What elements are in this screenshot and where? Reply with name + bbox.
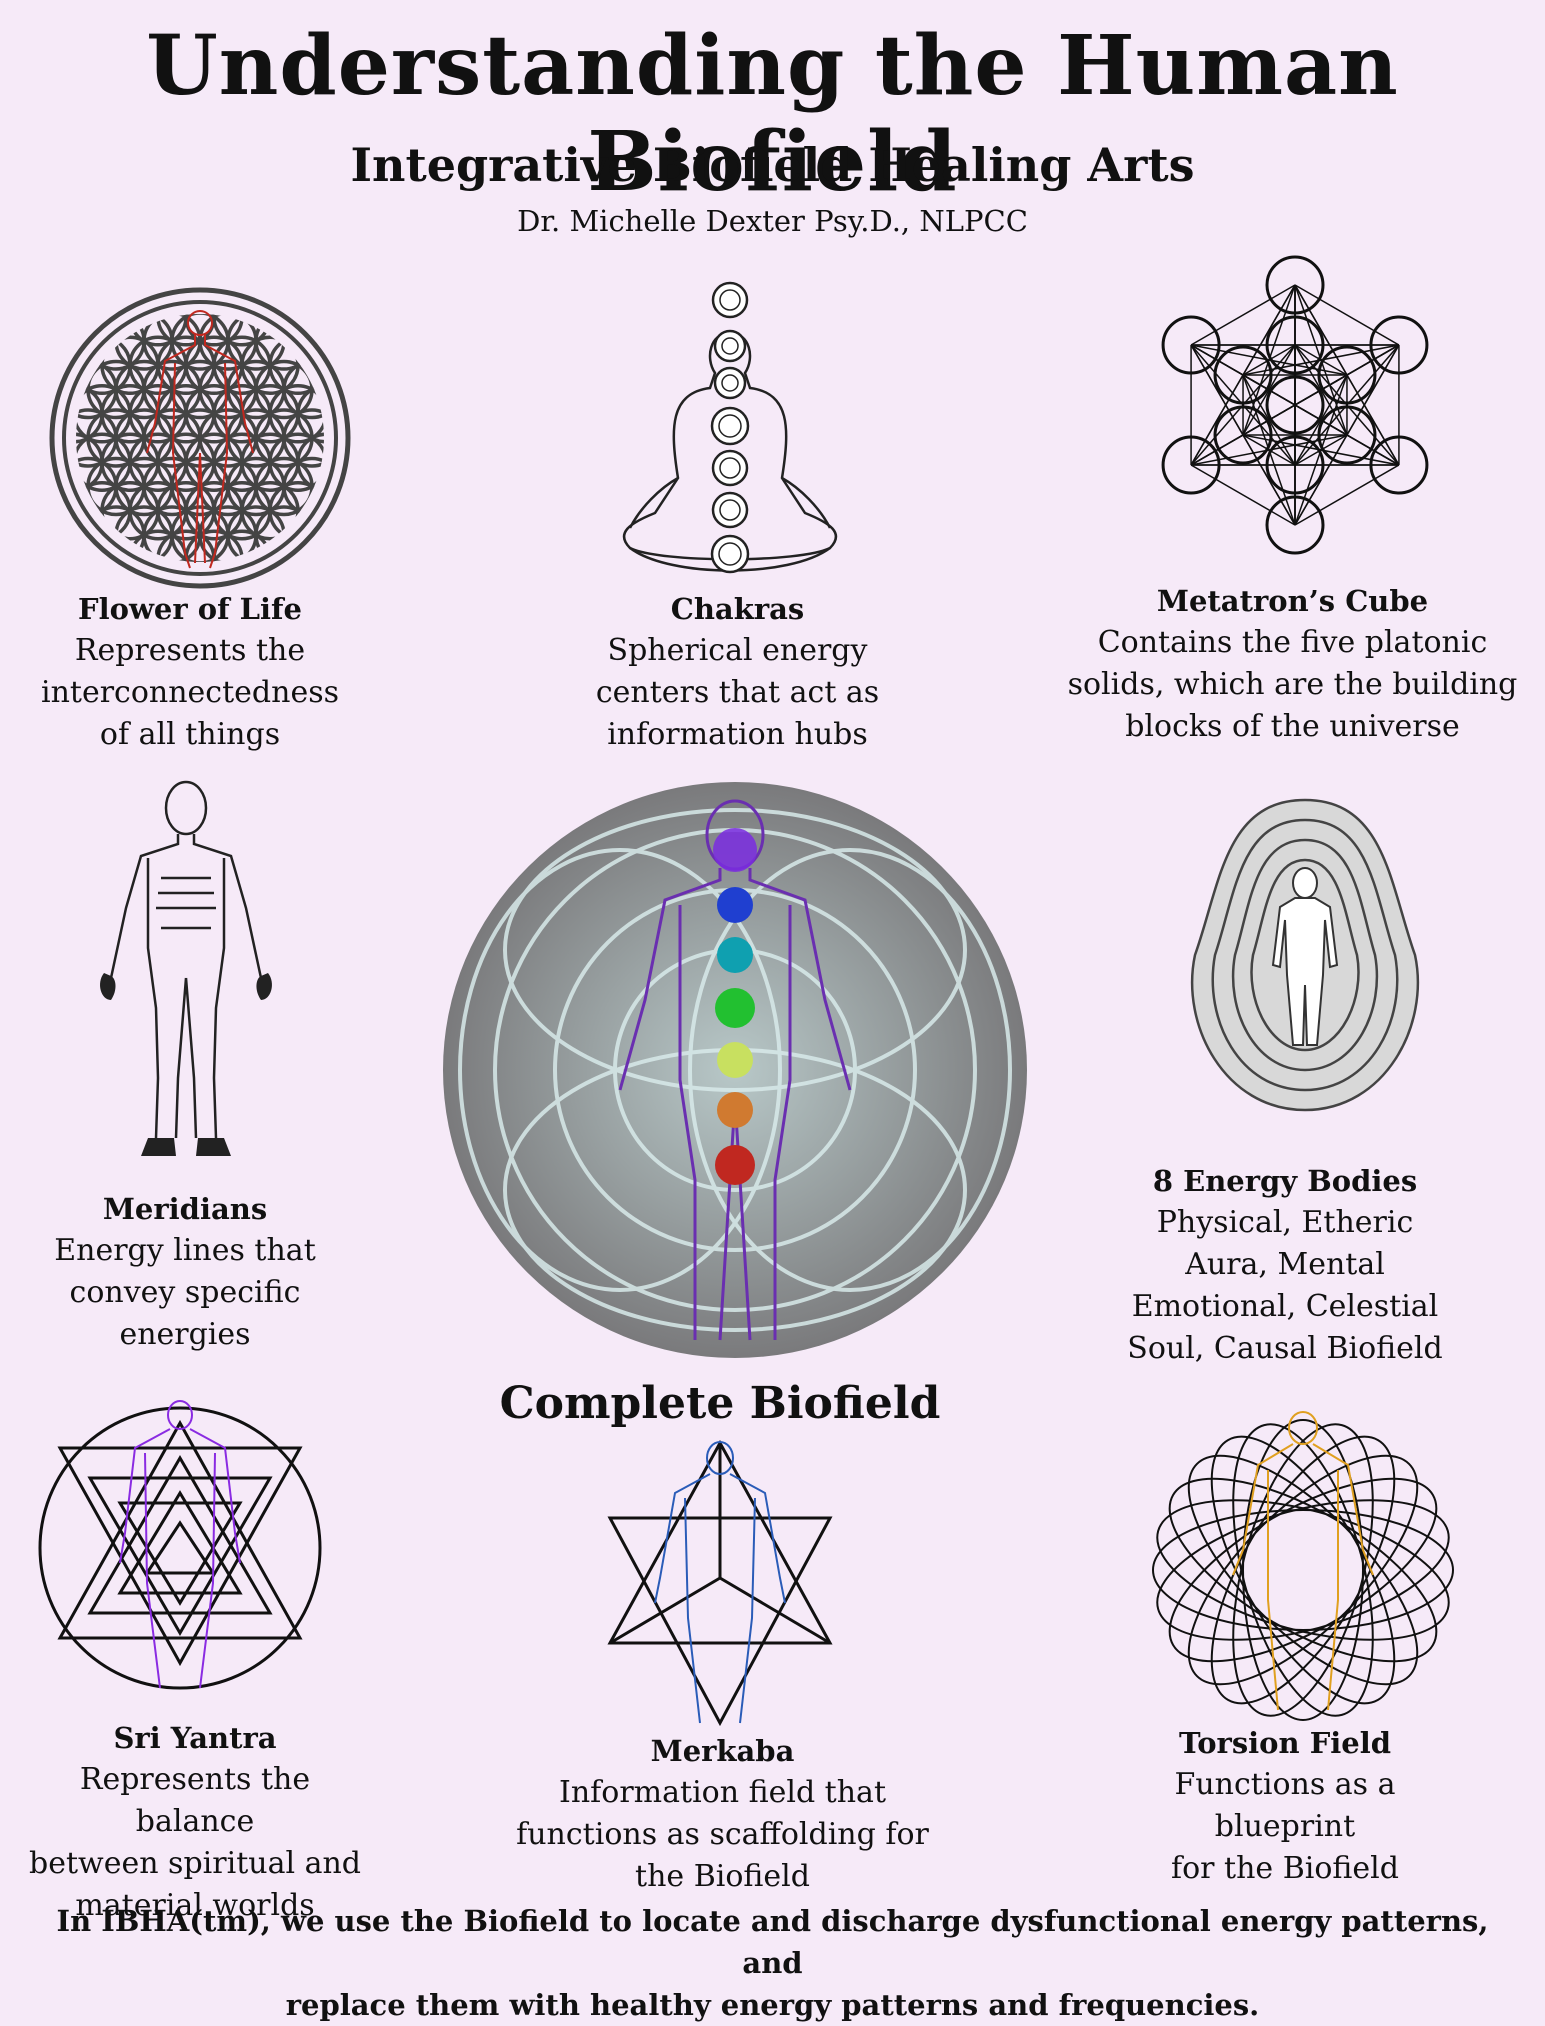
torsion-field-illustration bbox=[1152, 1411, 1454, 1721]
caption-line: Functions as a blueprint bbox=[1174, 1767, 1396, 1844]
metatrons-cube-illustration bbox=[1161, 255, 1429, 555]
merkaba-caption: Merkaba Information field that functions… bbox=[515, 1730, 930, 1898]
sacral-chakra-dot bbox=[717, 1092, 753, 1128]
energy-bodies-caption: 8 Energy Bodies Physical, Etheric Aura, … bbox=[1100, 1160, 1470, 1370]
caption-line: blocks of the universe bbox=[1125, 709, 1460, 744]
caption-line: between spiritual and bbox=[29, 1846, 361, 1881]
author-credit: Dr. Michelle Dexter Psy.D., NLPCC bbox=[517, 204, 1028, 238]
complete-biofield-label: Complete Biofield bbox=[499, 1378, 941, 1429]
metatrons-cube-caption: Metatron’s Cube Contains the five platon… bbox=[1060, 580, 1525, 748]
caption-line: of all things bbox=[99, 717, 281, 752]
chakras-caption: Chakras Spherical energy centers that ac… bbox=[565, 588, 910, 756]
caption-title: Sri Yantra bbox=[113, 1721, 277, 1755]
flower-of-life-caption: Flower of Life Represents the interconne… bbox=[30, 588, 350, 756]
caption-title: Torsion Field bbox=[1178, 1726, 1392, 1760]
heart-chakra-dot bbox=[715, 988, 755, 1028]
caption-title: Merkaba bbox=[650, 1734, 795, 1768]
caption-line: functions as scaffolding for bbox=[516, 1817, 929, 1852]
caption-line: information hubs bbox=[607, 717, 868, 752]
footer-line: In IBHA(tm), we use the Biofield to loca… bbox=[56, 1904, 1489, 1980]
torsion-field-caption: Torsion Field Functions as a blueprint f… bbox=[1100, 1722, 1470, 1890]
caption-line: Information field that bbox=[559, 1775, 886, 1810]
solar-chakra-dot bbox=[717, 1042, 753, 1078]
caption-line: the Biofield bbox=[635, 1859, 810, 1894]
energy-bodies-illustration bbox=[1190, 798, 1420, 1112]
caption-line: Spherical energy bbox=[607, 633, 868, 668]
caption-line: interconnectedness bbox=[40, 675, 339, 710]
caption-line: solids, which are the building bbox=[1067, 667, 1518, 702]
caption-line: convey specific energies bbox=[69, 1275, 301, 1352]
caption-line: Soul, Causal Biofield bbox=[1127, 1331, 1443, 1366]
caption-title: Flower of Life bbox=[78, 592, 302, 626]
caption-line: Represents the balance bbox=[79, 1762, 311, 1839]
page-subtitle: Integrative Biofield Healing Arts bbox=[350, 138, 1195, 192]
sri-yantra-illustration bbox=[38, 1400, 322, 1690]
caption-line: Emotional, Celestial bbox=[1131, 1289, 1439, 1324]
caption-line: Contains the five platonic bbox=[1097, 625, 1488, 660]
caption-line: for the Biofield bbox=[1171, 1851, 1399, 1886]
merkaba-illustration bbox=[607, 1439, 833, 1727]
meridians-caption: Meridians Energy lines that convey speci… bbox=[0, 1188, 370, 1356]
caption-title: 8 Energy Bodies bbox=[1152, 1164, 1418, 1198]
chakras-illustration bbox=[622, 281, 838, 574]
caption-line: Aura, Mental bbox=[1185, 1247, 1385, 1282]
footer-line: replace them with healthy energy pattern… bbox=[285, 1988, 1260, 2022]
caption-line: Physical, Etheric bbox=[1156, 1205, 1414, 1240]
third-eye-chakra-dot bbox=[717, 887, 753, 923]
page-title: Understanding the Human Biofield bbox=[146, 18, 1399, 210]
flower-of-life-illustration bbox=[49, 287, 351, 589]
caption-title: Chakras bbox=[670, 592, 805, 626]
meridians-illustration bbox=[100, 780, 272, 1156]
caption-line: material worlds bbox=[75, 1888, 315, 1923]
throat-chakra-dot bbox=[717, 937, 753, 973]
caption-title: Metatron’s Cube bbox=[1156, 584, 1429, 618]
footer-statement: In IBHA(tm), we use the Biofield to loca… bbox=[30, 1900, 1515, 2026]
caption-line: Energy lines that bbox=[54, 1233, 316, 1268]
caption-title: Meridians bbox=[102, 1192, 268, 1226]
crown-chakra-dot bbox=[713, 828, 757, 872]
complete-biofield-illustration bbox=[443, 782, 1027, 1358]
caption-line: centers that act as bbox=[595, 675, 880, 710]
sri-yantra-caption: Sri Yantra Represents the balance betwee… bbox=[20, 1717, 370, 1927]
caption-line: Represents the bbox=[74, 633, 306, 668]
root-chakra-dot bbox=[715, 1145, 755, 1185]
